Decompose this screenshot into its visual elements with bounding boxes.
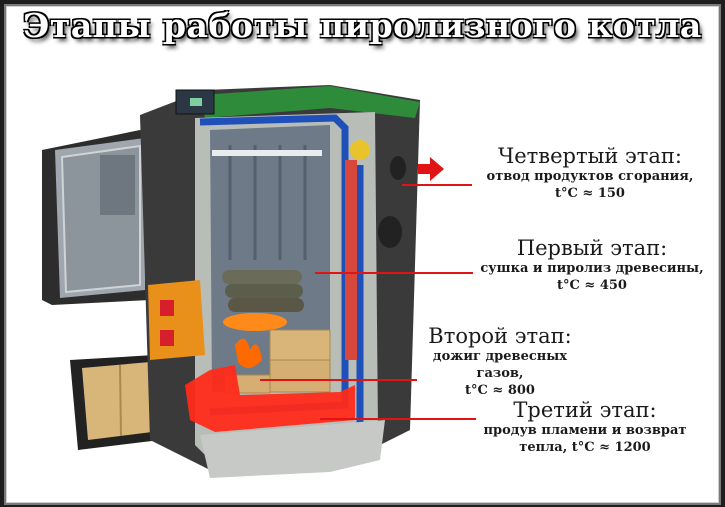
- leader-line-stage-1: [315, 272, 473, 274]
- burner-unit: [148, 280, 205, 360]
- stage-temperature: t°C ≈ 150: [555, 186, 625, 201]
- firewood-logs: [222, 270, 304, 312]
- stage-heading: Второй этап:: [428, 324, 572, 348]
- heat-exchanger-tube: [345, 140, 370, 360]
- leader-line-stage-3: [320, 418, 476, 420]
- lower-door: [70, 355, 160, 450]
- stage-2-label: Второй этап: дожиг древесных газов, t°C …: [410, 324, 590, 399]
- stage-temperature: тепла, t°C ≈ 1200: [519, 440, 651, 455]
- boiler-base: [200, 420, 385, 478]
- upper-door: [42, 130, 150, 305]
- stage-description: дожиг древесных газов,: [432, 349, 568, 381]
- stage-heading: Первый этап:: [516, 236, 668, 260]
- stage-3-label: Третий этап: продув пламени и возврат те…: [470, 398, 700, 456]
- flames: [223, 313, 287, 369]
- firebricks: [224, 329, 331, 394]
- right-arrow-icon: [418, 157, 444, 181]
- diagram-title: Этапы работы пиролизного котла: [23, 6, 702, 45]
- stage-description: сушка и пиролиз древесины,: [480, 261, 704, 276]
- stage-heading: Третий этап:: [513, 398, 657, 422]
- stage-4-label: Четвертый этап: отвод продуктов сгорания…: [470, 144, 710, 202]
- leader-line-stage-2: [260, 379, 417, 381]
- stage-description: отвод продуктов сгорания,: [486, 169, 694, 184]
- stage-temperature: t°C ≈ 800: [465, 383, 535, 398]
- exhaust-outlets: [378, 156, 406, 248]
- afterburn-chamber: [185, 365, 355, 432]
- stage-temperature: t°C ≈ 450: [557, 278, 627, 293]
- stage-description: продув пламени и возврат: [483, 423, 687, 438]
- stage-heading: Четвертый этап:: [498, 144, 682, 168]
- stage-1-label: Первый этап: сушка и пиролиз древесины, …: [472, 236, 712, 294]
- leader-line-stage-4: [402, 184, 472, 186]
